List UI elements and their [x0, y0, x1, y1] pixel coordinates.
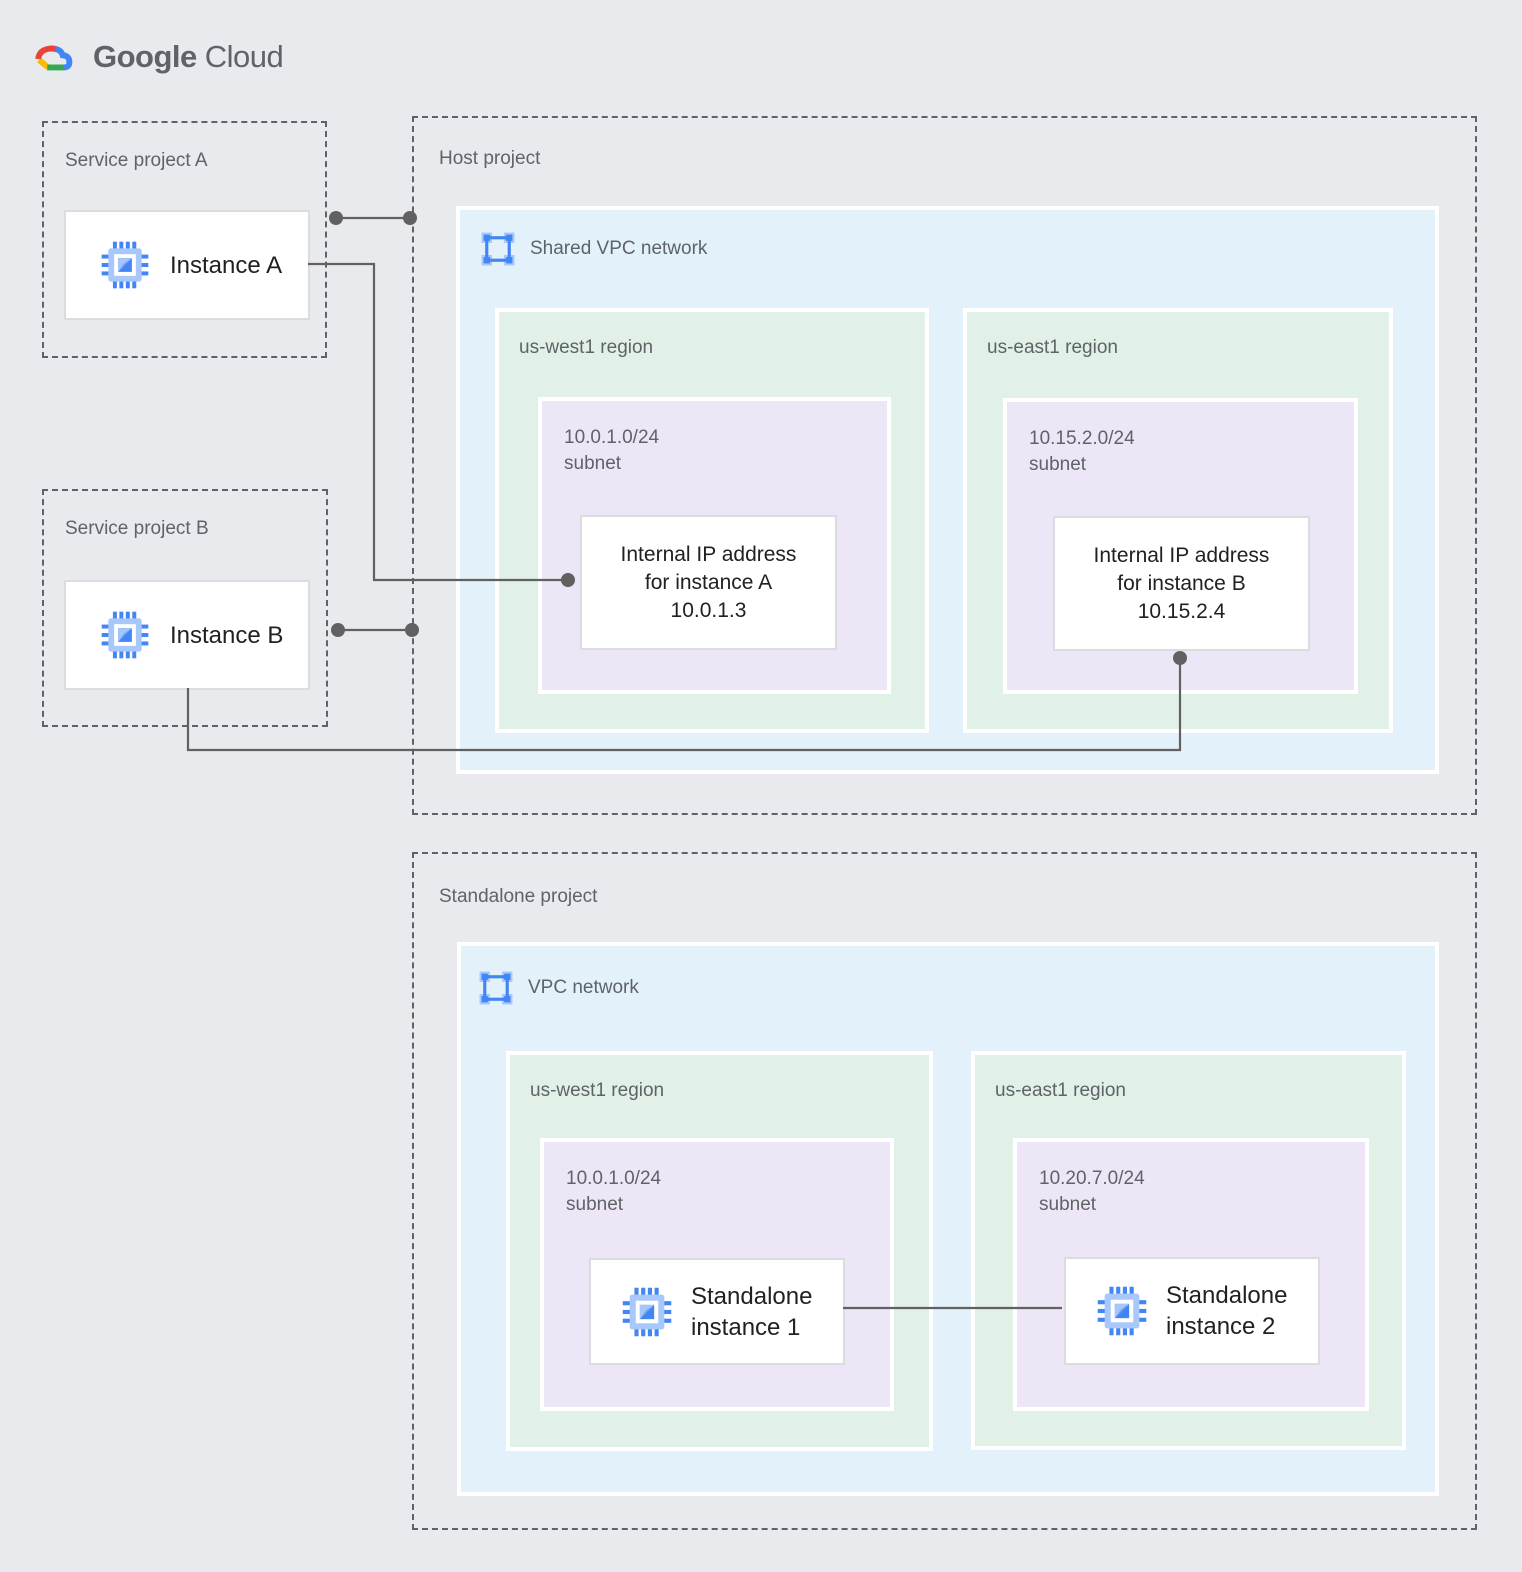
host-us-west1-region-box: us-west1 region 10.0.1.0/24 subnet Inter… [495, 308, 929, 733]
standalone-project-title: Standalone project [439, 886, 598, 907]
connector-dot [331, 623, 345, 637]
ip-b-line2: for instance B [1117, 571, 1246, 595]
standalone-instance-2-label: Standalone instance 2 [1166, 1280, 1287, 1342]
standalone-west-subnet-cidr: 10.0.1.0/24 [566, 1168, 662, 1189]
internal-ip-instance-b-card: Internal IP address for instance B 10.15… [1053, 516, 1310, 651]
ip-a-line1: Internal IP address [620, 542, 797, 566]
host-west-subnet-box: 10.0.1.0/24 subnet Internal IP address f… [538, 397, 891, 694]
host-west-subnet-word: subnet [564, 453, 622, 474]
ip-b-line1: Internal IP address [1093, 543, 1270, 567]
standalone-east-subnet-box: 10.20.7.0/24 subnet [1013, 1138, 1369, 1411]
host-us-east1-region-label: us-east1 region [987, 337, 1118, 358]
compute-engine-icon [1097, 1286, 1147, 1336]
service-project-a-title: Service project A [65, 150, 208, 171]
vpc-network-icon [479, 971, 513, 1005]
host-east-subnet-cidr: 10.15.2.0/24 [1029, 428, 1135, 449]
shared-vpc-network-label: Shared VPC network [530, 238, 708, 259]
host-east-subnet-label: 10.15.2.0/24 subnet [1029, 426, 1135, 478]
standalone-2-line2: instance 2 [1166, 1313, 1276, 1340]
internal-ip-instance-a-card: Internal IP address for instance A 10.0.… [580, 515, 837, 650]
vpc-network-label: VPC network [528, 977, 639, 998]
host-east-subnet-word: subnet [1029, 454, 1087, 475]
standalone-east-subnet-cidr: 10.20.7.0/24 [1039, 1168, 1145, 1189]
host-east-subnet-box: 10.15.2.0/24 subnet Internal IP address … [1003, 398, 1358, 694]
host-project-box: Host project Shared VPC network [412, 116, 1477, 815]
standalone-1-line2: instance 1 [691, 1313, 801, 1341]
standalone-east-subnet-label: 10.20.7.0/24 subnet [1039, 1166, 1145, 1218]
instance-a-label: Instance A [170, 251, 283, 279]
ip-a-line2: for instance A [644, 570, 773, 594]
standalone-1-line1: Standalone [691, 1282, 813, 1310]
service-project-b-box: Service project B Instance B [42, 489, 328, 727]
vpc-network-icon [481, 232, 515, 266]
shared-vpc-network-box: Shared VPC network us-west1 region 10.0.… [456, 206, 1439, 774]
standalone-us-east1-region-box: us-east1 region 10.20.7.0/24 subnet [971, 1051, 1406, 1450]
standalone-project-box: Standalone project VPC network [412, 852, 1477, 1530]
host-west-subnet-label: 10.0.1.0/24 subnet [564, 425, 659, 477]
standalone-us-west1-region-box: us-west1 region 10.0.1.0/24 subnet [506, 1051, 933, 1451]
instance-a-card: Instance A [64, 210, 310, 320]
standalone-us-east1-region-label: us-east1 region [995, 1080, 1126, 1101]
standalone-instance-1-label: Standalone instance 1 [691, 1281, 812, 1343]
ip-a-line3: 10.0.1.3 [670, 598, 747, 622]
host-us-east1-region-box: us-east1 region 10.15.2.0/24 subnet Inte… [963, 308, 1393, 733]
standalone-west-subnet-box: 10.0.1.0/24 subnet [540, 1138, 894, 1411]
standalone-west-subnet-word: subnet [566, 1194, 624, 1215]
logo-word-cloud: Cloud [204, 38, 284, 74]
ip-b-line3: 10.15.2.4 [1137, 599, 1226, 623]
google-cloud-logo-icon [35, 45, 73, 71]
host-project-title: Host project [439, 148, 541, 169]
service-project-a-box: Service project A Instance A [42, 121, 327, 358]
vpc-network-box: VPC network us-west1 region 10.0.1.0/24 … [457, 942, 1439, 1496]
logo-word-google: Google [93, 38, 197, 74]
standalone-east-subnet-word: subnet [1039, 1194, 1097, 1215]
service-project-b-title: Service project B [65, 518, 209, 539]
compute-engine-icon [622, 1287, 672, 1336]
host-west-subnet-cidr: 10.0.1.0/24 [564, 427, 660, 448]
shared-vpc-network-header: Shared VPC network [479, 230, 707, 268]
standalone-west-subnet-label: 10.0.1.0/24 subnet [566, 1166, 661, 1218]
instance-b-card: Instance B [64, 580, 310, 690]
connector-dot [329, 211, 343, 225]
host-us-west1-region-label: us-west1 region [519, 337, 654, 358]
compute-engine-icon [101, 611, 149, 659]
standalone-instance-1-card: Standalone instance 1 [589, 1258, 845, 1365]
standalone-instance-2-card: Standalone instance 2 [1064, 1257, 1320, 1365]
compute-engine-icon [101, 241, 149, 289]
standalone-2-line1: Standalone [1166, 1282, 1288, 1309]
vpc-network-header: VPC network [477, 969, 639, 1007]
standalone-us-west1-region-label: us-west1 region [530, 1080, 665, 1101]
instance-b-label: Instance B [170, 621, 284, 649]
